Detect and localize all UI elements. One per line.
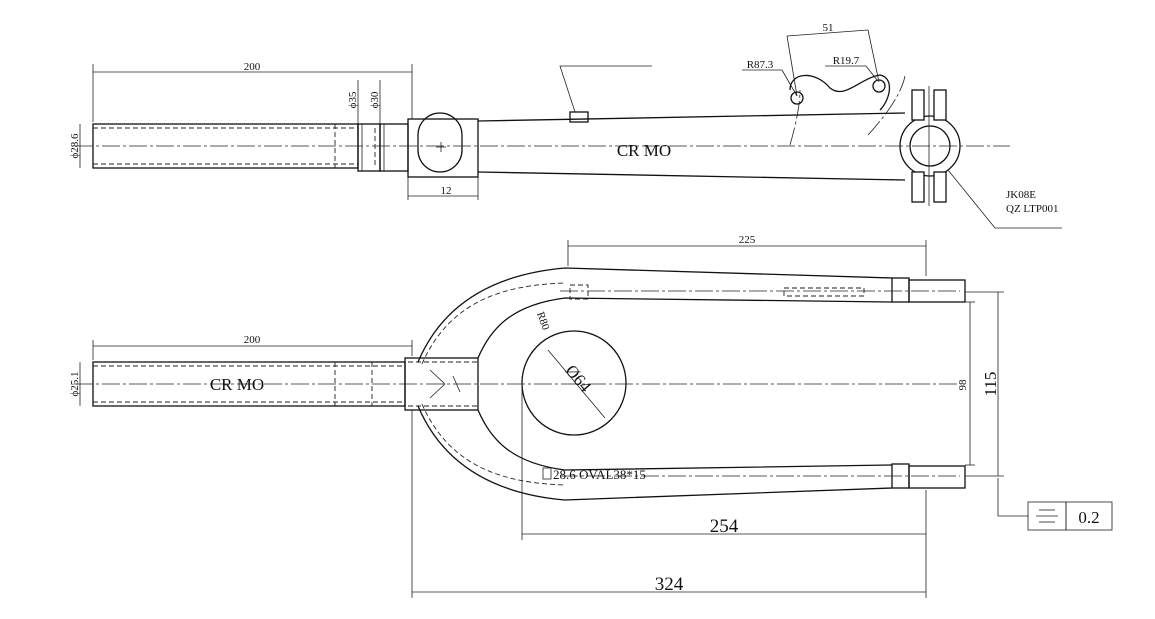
dim-d64: Ø64 bbox=[562, 361, 596, 396]
bottom-view: 200 ϕ25.1 CR MO 225 R80 Ø64 98 115 28.6 … bbox=[69, 234, 1113, 598]
tolerance-value: 0.2 bbox=[1078, 508, 1099, 527]
dim-d286: ϕ28.6 bbox=[69, 133, 81, 159]
blade-upper-inner bbox=[477, 297, 893, 359]
tolerance-value-box bbox=[1065, 501, 1113, 531]
crown-slot bbox=[417, 112, 463, 173]
dim-r197: R19.7 bbox=[833, 55, 860, 67]
part-ref: QZ LTP001 bbox=[1006, 203, 1058, 215]
blade-top-edge bbox=[477, 112, 906, 122]
dim-12: 12 bbox=[441, 185, 452, 197]
dim-r80: R80 bbox=[534, 310, 552, 332]
top-view: 200 ϕ28.6 ϕ35 ϕ30 12 CR MO 51 R87.3 R19.… bbox=[69, 22, 1062, 229]
dim-324: 324 bbox=[655, 574, 684, 595]
dim-d251: ϕ25.1 bbox=[69, 371, 81, 396]
dim-98: 98 bbox=[957, 379, 969, 391]
material-label-top: CR MO bbox=[617, 141, 671, 160]
dropout-upper bbox=[891, 277, 910, 303]
dim-d35: ϕ35 bbox=[347, 91, 359, 108]
blade-upper-outer bbox=[417, 267, 893, 363]
dim-225: 225 bbox=[739, 234, 756, 246]
collar-d35 bbox=[357, 123, 381, 172]
dim-r873: R87.3 bbox=[747, 59, 774, 71]
blade-bottom-edge bbox=[477, 171, 906, 181]
dim-d30: ϕ30 bbox=[369, 91, 381, 108]
dim-254: 254 bbox=[710, 516, 739, 537]
dim-200-bottom: 200 bbox=[244, 334, 261, 346]
wheel-circle-d64 bbox=[521, 330, 627, 436]
material-label-bottom: CR MO bbox=[210, 375, 264, 394]
dim-51: 51 bbox=[823, 22, 834, 34]
dim-200-top: 200 bbox=[244, 61, 261, 73]
tube-spec: 28.6 OVAL38*15 bbox=[553, 467, 646, 482]
blade-lower-outer bbox=[417, 405, 893, 501]
part-code: JK08E bbox=[1006, 189, 1036, 201]
blade-lower-inner bbox=[477, 409, 893, 471]
crown-block bbox=[407, 118, 479, 178]
dim-115: 115 bbox=[981, 372, 1000, 397]
